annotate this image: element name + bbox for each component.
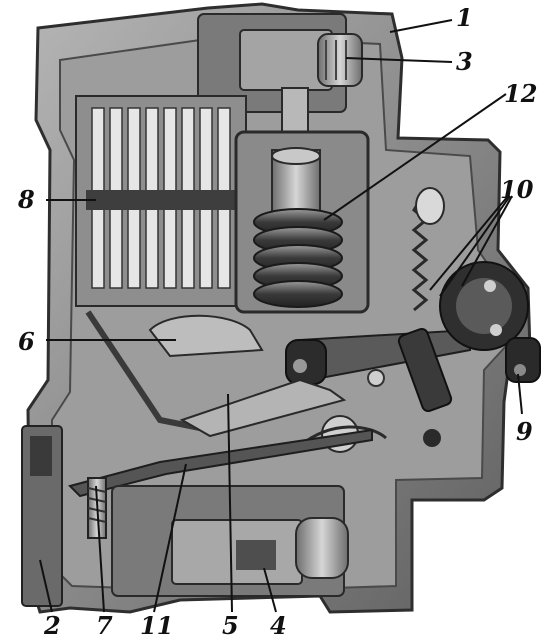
leader-2	[39, 559, 53, 613]
trip-mechanism	[285, 187, 471, 447]
label-6: 6	[18, 327, 35, 356]
label-4: 4	[270, 611, 287, 640]
label-9: 9	[516, 417, 533, 446]
leader-12	[323, 93, 507, 221]
component-labels: 1 3 12 10 8 6 9 2 7 11 5 4	[17, 3, 537, 640]
bimetallic-strip	[68, 428, 373, 498]
label-2: 2	[43, 611, 61, 640]
leader-1	[389, 19, 453, 33]
leader-4	[263, 567, 277, 613]
leader-10a	[429, 195, 509, 291]
arc-chute	[75, 95, 247, 307]
leader-3	[345, 57, 453, 63]
label-8: 8	[17, 185, 35, 214]
bottom-terminal-clamp	[111, 485, 349, 597]
leader-10c	[461, 195, 513, 287]
solenoid-coil	[234, 130, 370, 314]
leader-11	[153, 463, 187, 613]
label-3: 3	[456, 47, 473, 76]
top-terminal-clamp	[197, 13, 363, 133]
leader-9	[517, 373, 523, 415]
label-10: 10	[500, 175, 534, 204]
label-7: 7	[96, 611, 113, 640]
leader-10b	[439, 195, 511, 297]
label-12: 12	[504, 79, 537, 108]
leader-7	[95, 485, 105, 613]
leader-lines	[39, 19, 523, 613]
din-rail-clip	[21, 425, 63, 607]
leader-5	[227, 393, 233, 613]
label-1: 1	[456, 3, 473, 32]
label-11: 11	[140, 611, 173, 640]
label-5: 5	[222, 611, 239, 640]
